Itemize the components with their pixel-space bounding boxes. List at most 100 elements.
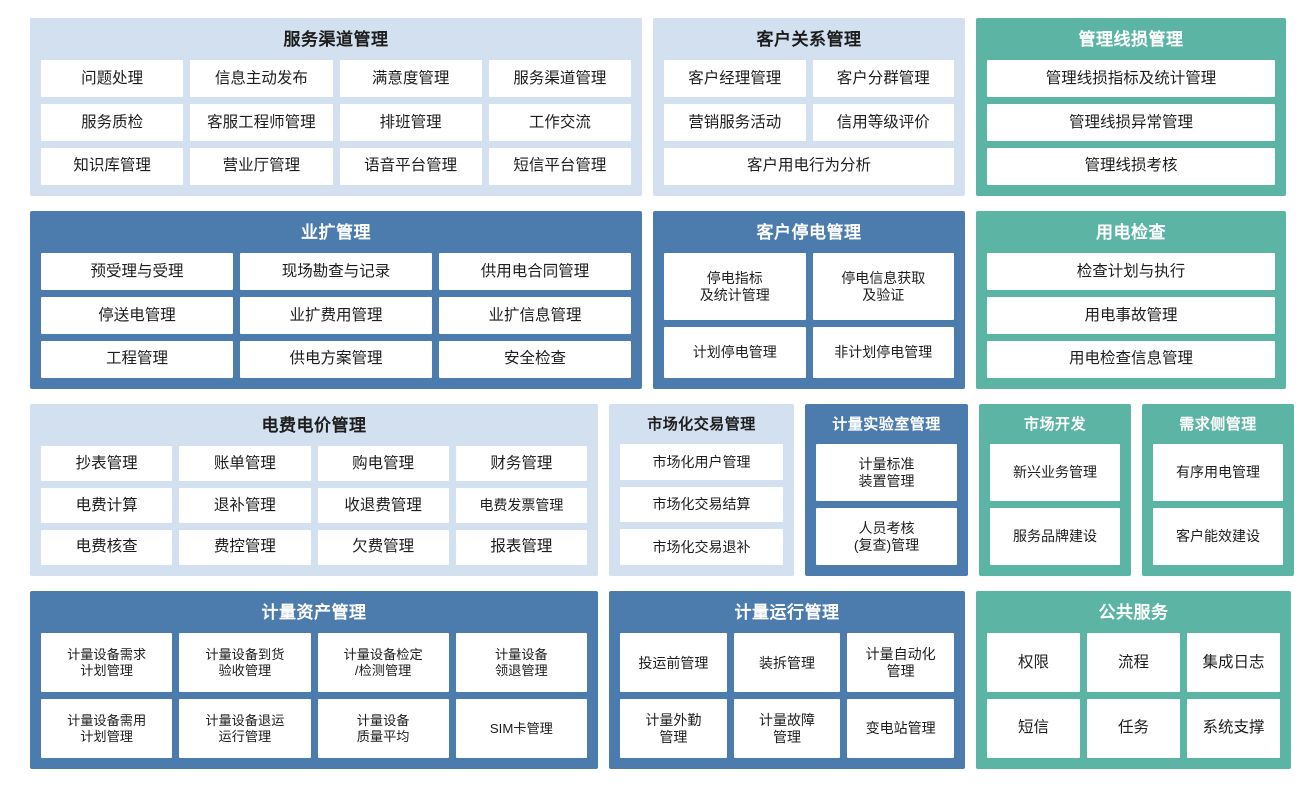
module-cell[interactable]: 计量设备需求 计划管理	[41, 633, 173, 693]
panel-grid-service-channel: 问题处理 信息主动发布 满意度管理 服务渠道管理 服务质检 客服工程师管理 排班…	[41, 60, 631, 185]
panel-electricity-price[interactable]: 电费电价管理 抄表管理 账单管理 购电管理 财务管理 电费计算 退补管理 收退费…	[30, 404, 598, 576]
module-cell[interactable]: 装拆管理	[733, 633, 841, 693]
module-cell[interactable]: 停电指标 及统计管理	[664, 253, 806, 321]
module-cell[interactable]: 排班管理	[339, 104, 482, 142]
module-cell[interactable]: 新兴业务管理	[990, 444, 1120, 501]
module-cell[interactable]: 营业厅管理	[190, 148, 333, 185]
module-cell[interactable]: 语音平台管理	[339, 148, 482, 185]
panel-title-metering-lab: 计量实验室管理	[832, 416, 941, 433]
module-cell[interactable]: 计量设备 质量平均	[317, 699, 449, 758]
panel-business-expansion[interactable]: 业扩管理 预受理与受理 现场勘查与记录 供用电合同管理 停送电管理 业扩费用管理…	[30, 211, 642, 389]
module-cell[interactable]: 抄表管理	[41, 446, 173, 482]
module-cell[interactable]: 计量外勤 管理	[620, 699, 727, 758]
module-cell[interactable]: 变电站管理	[847, 699, 954, 758]
module-cell[interactable]: 非计划停电管理	[812, 327, 954, 378]
panel-metering-operation[interactable]: 计量运行管理 投运前管理 装拆管理 计量自动化 管理 计量外勤 管理 计量故障 …	[609, 591, 965, 769]
module-cell[interactable]: 知识库管理	[41, 148, 184, 185]
panel-title-public-service: 公共服务	[1098, 603, 1169, 622]
panel-metering-lab[interactable]: 计量实验室管理 计量标准 装置管理 人员考核 (复查)管理	[805, 404, 968, 576]
module-cell[interactable]: 欠费管理	[317, 530, 449, 565]
module-cell[interactable]: 信息主动发布	[190, 60, 333, 98]
module-cell[interactable]: 账单管理	[179, 446, 311, 482]
module-cell[interactable]: 人员考核 (复查)管理	[816, 508, 957, 565]
module-cell[interactable]: 电费发票管理	[455, 488, 587, 524]
panel-public-service[interactable]: 公共服务 权限 流程 集成日志 短信 任务 系统支撑	[976, 591, 1291, 769]
module-cell[interactable]: 客户用电行为分析	[664, 148, 954, 185]
module-cell[interactable]: 检查计划与执行	[987, 253, 1275, 291]
module-cell[interactable]: 市场化用户管理	[620, 444, 783, 480]
panel-metering-asset[interactable]: 计量资产管理 计量设备需求 计划管理 计量设备到货 验收管理 计量设备检定 /检…	[30, 591, 598, 769]
module-cell[interactable]: 客户分群管理	[812, 60, 954, 98]
module-cell[interactable]: 系统支撑	[1187, 699, 1280, 758]
panel-market-trading[interactable]: 市场化交易管理 市场化用户管理 市场化交易结算 市场化交易退补	[609, 404, 794, 576]
module-cell[interactable]: 流程	[1087, 633, 1180, 693]
module-cell[interactable]: 营销服务活动	[664, 104, 806, 142]
module-cell[interactable]: 用电检查信息管理	[987, 341, 1275, 378]
module-cell[interactable]: 退补管理	[179, 488, 311, 524]
module-cell[interactable]: 服务品牌建设	[990, 508, 1120, 565]
module-cell[interactable]: SIM卡管理	[455, 699, 587, 758]
module-cell[interactable]: 收退费管理	[317, 488, 449, 524]
module-cell[interactable]: 业扩信息管理	[439, 297, 631, 335]
module-cell[interactable]: 用电事故管理	[987, 297, 1275, 335]
module-cell[interactable]: 任务	[1087, 699, 1180, 758]
module-cell[interactable]: 计划停电管理	[664, 327, 806, 378]
module-cell[interactable]: 计量设备 领退管理	[455, 633, 587, 693]
module-cell[interactable]: 服务质检	[41, 104, 184, 142]
module-cell[interactable]: 购电管理	[317, 446, 449, 482]
module-cell[interactable]: 电费核查	[41, 530, 173, 565]
panel-market-development[interactable]: 市场开发 新兴业务管理 服务品牌建设	[979, 404, 1131, 576]
module-cell[interactable]: 有序用电管理	[1153, 444, 1283, 501]
module-cell[interactable]: 预受理与受理	[41, 253, 233, 291]
module-cell[interactable]: 计量标准 装置管理	[816, 444, 957, 501]
module-cell[interactable]: 权限	[987, 633, 1080, 693]
module-cell[interactable]: 管理线损异常管理	[987, 104, 1275, 142]
module-cell[interactable]: 问题处理	[41, 60, 184, 98]
module-cell[interactable]: 服务渠道管理	[488, 60, 631, 98]
module-cell[interactable]: 客户能效建设	[1153, 508, 1283, 565]
module-cell[interactable]: 计量设备到货 验收管理	[179, 633, 311, 693]
module-cell[interactable]: 客服工程师管理	[190, 104, 333, 142]
module-cell[interactable]: 停送电管理	[41, 297, 233, 335]
module-cell[interactable]: 工作交流	[488, 104, 631, 142]
module-cell[interactable]: 客户经理管理	[664, 60, 806, 98]
module-cell[interactable]: 满意度管理	[339, 60, 482, 98]
module-cell[interactable]: 短信平台管理	[488, 148, 631, 185]
architecture-row-1: 服务渠道管理 问题处理 信息主动发布 满意度管理 服务渠道管理 服务质检 客服工…	[30, 18, 1286, 196]
architecture-row-2: 业扩管理 预受理与受理 现场勘查与记录 供用电合同管理 停送电管理 业扩费用管理…	[30, 211, 1286, 389]
module-cell[interactable]: 报表管理	[455, 530, 587, 565]
module-cell[interactable]: 电费计算	[41, 488, 173, 524]
panel-grid-demand-side: 有序用电管理 客户能效建设	[1153, 444, 1283, 565]
module-cell[interactable]: 计量设备需用 计划管理	[41, 699, 173, 758]
module-cell[interactable]: 计量故障 管理	[733, 699, 841, 758]
module-cell[interactable]: 管理线损考核	[987, 148, 1275, 185]
panel-power-inspection[interactable]: 用电检查 检查计划与执行 用电事故管理 用电检查信息管理	[976, 211, 1286, 389]
module-cell[interactable]: 停电信息获取 及验证	[812, 253, 954, 321]
module-cell[interactable]: 现场勘查与记录	[240, 253, 432, 291]
module-cell[interactable]: 集成日志	[1187, 633, 1280, 693]
panel-customer-relationship[interactable]: 客户关系管理 客户经理管理 客户分群管理 营销服务活动 信用等级评价 客户用电行…	[653, 18, 965, 196]
module-cell[interactable]: 业扩费用管理	[240, 297, 432, 335]
module-cell[interactable]: 市场化交易结算	[620, 486, 783, 523]
module-cell[interactable]: 短信	[987, 699, 1080, 758]
module-cell[interactable]: 计量设备检定 /检测管理	[317, 633, 449, 693]
module-cell[interactable]: 信用等级评价	[812, 104, 954, 142]
panel-management-line-loss[interactable]: 管理线损管理 管理线损指标及统计管理 管理线损异常管理 管理线损考核	[976, 18, 1286, 196]
module-cell[interactable]: 财务管理	[455, 446, 587, 482]
panel-service-channel[interactable]: 服务渠道管理 问题处理 信息主动发布 满意度管理 服务渠道管理 服务质检 客服工…	[30, 18, 642, 196]
panel-demand-side[interactable]: 需求侧管理 有序用电管理 客户能效建设	[1142, 404, 1294, 576]
module-cell[interactable]: 供电方案管理	[240, 341, 432, 378]
panel-customer-outage[interactable]: 客户停电管理 停电指标 及统计管理 停电信息获取 及验证 计划停电管理 非计划停…	[653, 211, 965, 389]
module-cell[interactable]: 计量设备退运 运行管理	[179, 699, 311, 758]
module-cell[interactable]: 投运前管理	[620, 633, 727, 693]
module-cell[interactable]: 安全检查	[439, 341, 631, 378]
module-cell[interactable]: 供用电合同管理	[439, 253, 631, 291]
module-cell[interactable]: 工程管理	[41, 341, 233, 378]
module-cell[interactable]: 管理线损指标及统计管理	[987, 60, 1275, 98]
module-cell[interactable]: 费控管理	[179, 530, 311, 565]
panel-grid-management-line-loss: 管理线损指标及统计管理 管理线损异常管理 管理线损考核	[987, 60, 1275, 185]
module-cell[interactable]: 市场化交易退补	[620, 529, 783, 565]
panel-title-customer-relationship: 客户关系管理	[756, 30, 862, 49]
panel-grid-metering-lab: 计量标准 装置管理 人员考核 (复查)管理	[816, 444, 957, 565]
module-cell[interactable]: 计量自动化 管理	[847, 633, 954, 693]
